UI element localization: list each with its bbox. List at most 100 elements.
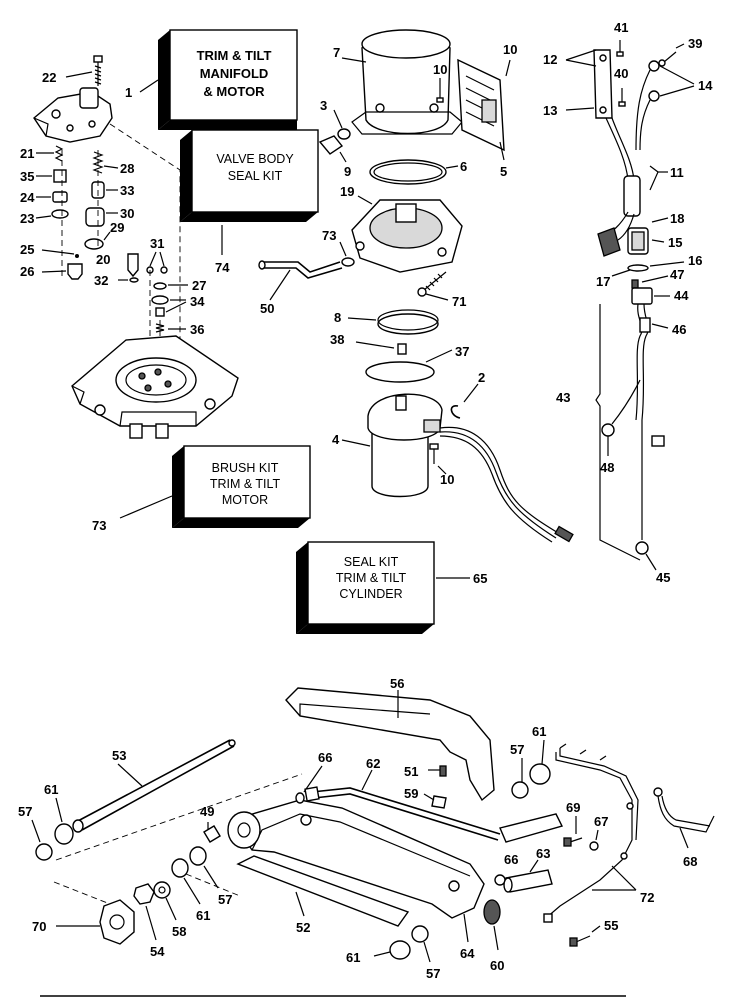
label-16: 16 bbox=[688, 253, 702, 268]
part-55-screw bbox=[569, 935, 591, 947]
part-39-screw bbox=[658, 51, 677, 67]
part-41-screw bbox=[616, 40, 624, 57]
kit-box-valve-body: VALVE BODY SEAL KIT bbox=[180, 129, 319, 222]
label-47: 47 bbox=[670, 267, 684, 282]
label-39: 39 bbox=[688, 36, 702, 51]
part-47-44-plug bbox=[631, 279, 653, 305]
label-61-bottom: 61 bbox=[346, 950, 360, 965]
part-10-screw-top bbox=[436, 82, 444, 103]
label-60: 60 bbox=[490, 958, 504, 973]
label-66-top: 66 bbox=[318, 750, 332, 765]
harness-plug-left bbox=[597, 227, 621, 257]
part-7-motor-cover bbox=[351, 29, 463, 135]
part-26-plug bbox=[67, 263, 83, 280]
kit-box-manifold: TRIM & TILT MANIFOLD & MOTOR bbox=[158, 29, 298, 130]
label-65: 65 bbox=[473, 571, 487, 586]
label-22: 22 bbox=[42, 70, 56, 85]
part-19-pump bbox=[351, 199, 463, 273]
label-10-motor: 10 bbox=[440, 472, 454, 487]
label-40: 40 bbox=[614, 66, 628, 81]
part-23-oring bbox=[51, 209, 69, 219]
part-58-washer bbox=[153, 881, 171, 899]
label-54: 54 bbox=[150, 944, 165, 959]
label-45: 45 bbox=[656, 570, 670, 585]
label-57-mid: 57 bbox=[218, 892, 232, 907]
label-61-mid: 61 bbox=[196, 908, 210, 923]
part-51-screw bbox=[428, 765, 447, 777]
part-59-clip bbox=[431, 795, 447, 809]
kit-brush-line1: BRUSH KIT bbox=[212, 461, 279, 475]
kit-manifold-line2: MANIFOLD bbox=[200, 66, 269, 81]
part-71-screw bbox=[417, 271, 447, 297]
label-9: 9 bbox=[344, 164, 351, 179]
label-11: 11 bbox=[670, 165, 684, 180]
part-6-oring bbox=[369, 159, 447, 185]
part-52-strip bbox=[236, 855, 410, 927]
part-57-bushing-right-top bbox=[511, 781, 529, 799]
part-61-bushing-mid bbox=[171, 858, 189, 878]
label-30: 30 bbox=[120, 206, 134, 221]
label-26: 26 bbox=[20, 264, 34, 279]
label-13: 13 bbox=[543, 103, 557, 118]
label-74: 74 bbox=[215, 260, 230, 275]
kit-brush-line2: TRIM & TILT bbox=[210, 477, 281, 491]
label-17: 17 bbox=[596, 274, 610, 289]
part-57-bushing-mid bbox=[189, 846, 207, 866]
part-4-motor bbox=[367, 393, 443, 498]
label-4: 4 bbox=[332, 432, 340, 447]
part-64-cylinder bbox=[227, 799, 485, 919]
label-50: 50 bbox=[260, 301, 274, 316]
part-62-tube bbox=[304, 786, 564, 843]
label-73-valve: 73 bbox=[322, 228, 336, 243]
label-71: 71 bbox=[452, 294, 466, 309]
label-6: 6 bbox=[460, 159, 467, 174]
part-3-oring bbox=[337, 128, 351, 140]
label-38: 38 bbox=[330, 332, 344, 347]
label-56: 56 bbox=[390, 676, 404, 691]
label-31: 31 bbox=[150, 236, 164, 251]
part-11-harness bbox=[603, 117, 641, 241]
part-21-spring bbox=[54, 145, 64, 162]
label-7: 7 bbox=[333, 45, 340, 60]
label-34: 34 bbox=[190, 294, 205, 309]
kit-box-seal: SEAL KIT TRIM & TILT CYLINDER bbox=[296, 541, 435, 634]
part-32-oring bbox=[129, 277, 139, 283]
part-36-valve bbox=[155, 323, 165, 333]
label-57-bottom: 57 bbox=[426, 966, 440, 981]
label-37: 37 bbox=[455, 344, 469, 359]
part-67-washer bbox=[589, 841, 599, 851]
part-10-screw-motor bbox=[429, 443, 439, 464]
part-18-15-connector bbox=[627, 227, 649, 255]
label-1: 1 bbox=[125, 85, 132, 100]
part-29-oring bbox=[84, 238, 104, 250]
part-73-oring-small bbox=[341, 257, 355, 267]
kit-seal-line3: CYLINDER bbox=[339, 587, 402, 601]
label-19: 19 bbox=[340, 184, 354, 199]
part-8-ring bbox=[377, 309, 439, 335]
label-69: 69 bbox=[566, 800, 580, 815]
part-40-screw bbox=[618, 88, 626, 107]
part-16-17-oring bbox=[627, 264, 649, 272]
label-23: 23 bbox=[20, 211, 34, 226]
label-18: 18 bbox=[670, 211, 684, 226]
label-61-right-top: 61 bbox=[532, 724, 546, 739]
label-12: 12 bbox=[543, 52, 557, 67]
label-43: 43 bbox=[556, 390, 570, 405]
part-53-rod bbox=[72, 739, 236, 833]
part-54-washer bbox=[133, 883, 155, 905]
label-70: 70 bbox=[32, 919, 46, 934]
part-57-bushing-bottom bbox=[411, 925, 429, 943]
part-72-sender bbox=[543, 743, 639, 923]
label-10-top: 10 bbox=[433, 62, 447, 77]
label-25: 25 bbox=[20, 242, 34, 257]
part-66-fitting-left bbox=[295, 792, 305, 804]
label-72: 72 bbox=[640, 890, 654, 905]
part-manifold-body bbox=[71, 335, 239, 439]
kit-manifold-line3: & MOTOR bbox=[203, 84, 265, 99]
part-38-cap bbox=[397, 343, 407, 355]
part-60-cap bbox=[483, 899, 501, 925]
label-36: 36 bbox=[190, 322, 204, 337]
part-27-seat bbox=[153, 282, 167, 290]
label-32: 32 bbox=[94, 273, 108, 288]
part-68-sensor-wire bbox=[653, 787, 715, 833]
